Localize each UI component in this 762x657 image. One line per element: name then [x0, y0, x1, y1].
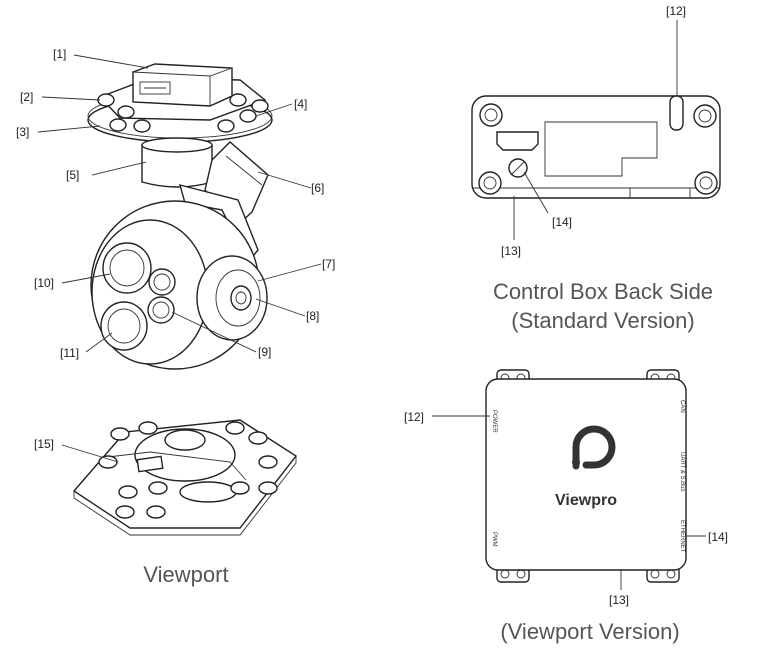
callout-back-14: [14]: [552, 215, 572, 229]
damping-balls: [97, 93, 269, 133]
port-label-power: POWER: [491, 410, 497, 433]
callout-back-13: [13]: [501, 244, 521, 258]
caption-back-line1: Control Box Back Side: [493, 279, 713, 304]
callout-5: [5]: [66, 168, 79, 182]
callout-9: [9]: [258, 345, 271, 359]
callout-6: [6]: [311, 181, 324, 195]
callout-front-13: [13]: [609, 593, 629, 607]
port-label-ethernet: ETHERNET: [679, 520, 685, 553]
callout-front-12: [12]: [404, 410, 424, 424]
pitch-motor-cap: [196, 255, 268, 341]
callout-7: [7]: [322, 257, 335, 271]
mount-damping-balls: [98, 421, 278, 519]
control-box-front: POWER CAN UART & S.Bus PWM ETHERNET View…: [485, 369, 687, 583]
caption-back-line2: (Standard Version): [511, 308, 694, 333]
mounting-plate: [72, 419, 298, 536]
gimbal-camera: [87, 63, 273, 370]
callout-3: [3]: [16, 125, 29, 139]
lens-main-10: [102, 242, 152, 294]
lens-bottom-11: [100, 301, 148, 351]
callout-4: [4]: [294, 97, 307, 111]
port-label-uart: UART & S.Bus: [679, 452, 685, 491]
callout-front-14: [14]: [708, 530, 728, 544]
control-box-back: [471, 95, 721, 199]
connector-box: [132, 63, 233, 107]
lens-small-top: [148, 268, 176, 296]
caption-viewport-version: (Viewport Version): [500, 619, 679, 644]
board-outline: [544, 121, 658, 177]
box-body: [485, 378, 687, 571]
yaw-motor: [141, 137, 213, 188]
viewpro-logo: [572, 425, 616, 470]
hdmi-port: [496, 131, 539, 151]
port-label-can: CAN: [679, 400, 685, 413]
mount-holes-back: [478, 103, 718, 195]
callout-8: [8]: [306, 309, 319, 323]
callout-2: [2]: [20, 90, 33, 104]
callout-back-12: [12]: [666, 4, 686, 18]
led-indicator: [669, 95, 684, 131]
brand-name: Viewpro: [555, 492, 617, 509]
lens-small-9: [147, 296, 175, 324]
callout-11: [11]: [60, 346, 79, 360]
gimbal-leaders: [37, 54, 322, 353]
callout-15: [15]: [34, 437, 54, 451]
caption-viewport: Viewport: [143, 562, 228, 587]
callout-10: [10]: [34, 276, 54, 290]
callout-1: [1]: [53, 47, 66, 61]
port-label-pwm: PWM: [491, 532, 497, 547]
